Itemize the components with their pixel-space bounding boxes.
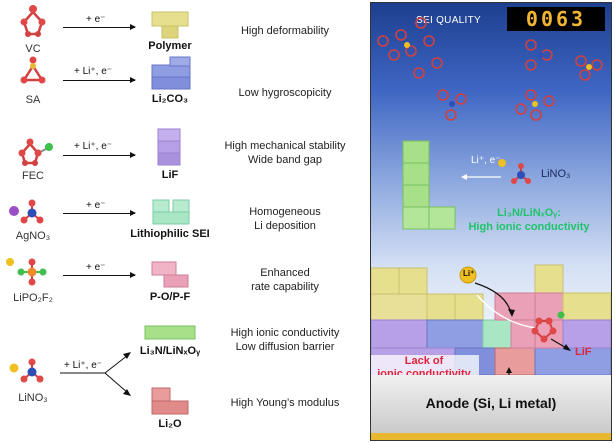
arrow-lipo2f2 — [63, 272, 136, 278]
mol-label-agno3: AgNO₃ — [15, 230, 51, 242]
mol-label-fec: FEC — [22, 170, 44, 182]
product-li2co3: Li₂CO₃ — [151, 93, 189, 105]
arrow-vc — [63, 24, 136, 30]
arrow-fec — [63, 152, 136, 158]
falling-green-block — [402, 140, 456, 230]
sei-quality-counter: 0063 — [507, 7, 605, 31]
prop-li2o: High Young’s modulus — [230, 397, 340, 409]
panel-reaction-label: Li⁺, e⁻ — [471, 155, 501, 166]
lino3-molecule-icon — [9, 358, 44, 383]
prop-vc: High deformability — [240, 25, 330, 37]
green-line2: High ionic conductivity — [468, 221, 590, 233]
floating-molecule-icon — [377, 17, 603, 121]
mol-label-vc: VC — [25, 43, 41, 55]
lif-label: LiF — [575, 346, 592, 358]
arrow-sa — [63, 77, 136, 83]
prop-sa: Low hygroscopicity — [238, 87, 332, 99]
reagent-fec: + Li⁺, e⁻ — [74, 141, 113, 152]
current-collector — [371, 433, 611, 440]
lino3-panel-icon — [498, 159, 531, 184]
mol-label-sa: SA — [25, 94, 41, 106]
reagent-sa: + Li⁺, e⁻ — [74, 66, 113, 77]
sei-quality-label: SEI QUALITY — [416, 15, 481, 26]
polymer-block-icon — [151, 11, 189, 39]
panel-scene — [371, 17, 611, 401]
product-li3n: Li₃N/LiNₓOᵧ — [139, 345, 201, 357]
panel-lino3-label: LiNO₃ — [541, 168, 571, 180]
li-plus-icon — [459, 266, 477, 284]
vc-molecule-icon — [20, 5, 46, 37]
green-line1: Li₃N/LiNₓOᵧ: — [497, 207, 561, 219]
sa-molecule-icon — [20, 56, 46, 84]
p-o-block-icon — [151, 261, 189, 288]
lithiophilic-block-icon — [152, 199, 190, 225]
mol-label-lino3: LiNO₃ — [18, 392, 48, 404]
li-plus-label: Li⁺ — [463, 269, 475, 278]
branch-arrow — [60, 352, 131, 396]
agno3-molecule-icon — [9, 199, 44, 224]
green-annotation: Li₃N/LiNₓOᵧ: High ionic conductivity — [449, 206, 609, 234]
mol-label-lipo2f2: LiPO₂F₂ — [13, 292, 53, 304]
li3n-block-icon — [144, 325, 196, 340]
product-lif: LiF — [161, 169, 179, 181]
reagent-vc: + e⁻ — [86, 14, 106, 25]
reagent-lino3: + Li⁺, e⁻ — [64, 360, 103, 371]
li2co3-block-icon — [151, 56, 191, 90]
fec-molecule-icon — [18, 138, 53, 166]
lipo2f2-molecule-icon — [6, 258, 47, 286]
anode-label: Anode (Si, Li metal) — [425, 395, 557, 411]
reaction-scheme — [6, 5, 196, 415]
product-p-o-p-f: P-O/P-F — [149, 291, 191, 303]
decomposing-molecule-icon — [531, 311, 565, 343]
floating-atom-icon — [404, 42, 592, 107]
anode-layer — [371, 375, 611, 435]
product-lithiophilic-sei: Lithiophilic SEI — [130, 228, 210, 240]
arrow-agno3 — [63, 210, 136, 216]
red-line1: Lack of — [404, 355, 444, 367]
li2o-block-icon — [151, 387, 189, 415]
lif-block-icon — [157, 128, 181, 166]
reagent-lipo2f2: + e⁻ — [86, 262, 106, 273]
sei-game-panel: SEI QUALITY 0063 — [370, 2, 612, 441]
product-polymer: Polymer — [148, 40, 192, 52]
product-li2o: Li₂O — [158, 418, 182, 430]
reagent-agno3: + e⁻ — [86, 200, 106, 211]
